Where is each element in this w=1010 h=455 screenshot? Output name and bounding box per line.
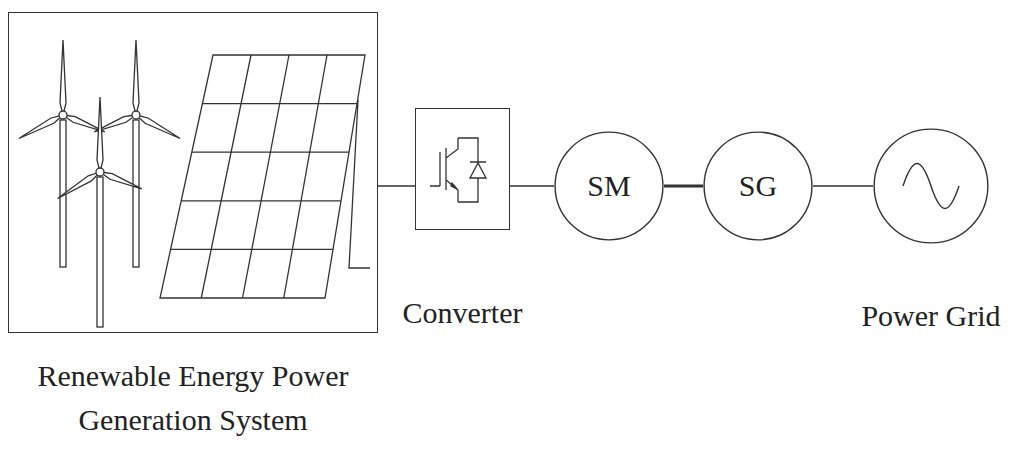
turbine-tower [97, 177, 103, 327]
turbine-tower [133, 120, 139, 267]
turbine-blade [133, 40, 139, 115]
circle-outline [873, 128, 989, 244]
grid-circle: Power Grid [873, 128, 989, 244]
converter-box: Converter [415, 108, 510, 230]
wind-turbine [56, 97, 143, 327]
wind-turbine [93, 40, 181, 267]
turbine-blade [97, 97, 103, 172]
turbine-hub [59, 111, 67, 119]
caption-label: Converter [403, 291, 523, 335]
panel-grid [171, 55, 357, 298]
igbt-collector-emitter [446, 138, 458, 202]
node-label: SG [739, 164, 777, 208]
source-box: Renewable Energy Power Generation System [8, 12, 378, 333]
turbine-hub [96, 168, 104, 176]
igbt-gate [430, 148, 446, 190]
connector-line [378, 185, 415, 187]
diode-symbol [470, 162, 486, 178]
turbine-blade [56, 169, 102, 201]
turbine-blade [60, 40, 66, 115]
connector-line [813, 185, 873, 187]
turbine-blade [17, 112, 64, 141]
machine-circle: SG [703, 131, 813, 241]
panel-outline [160, 55, 365, 298]
caption-label: Renewable Energy Power Generation System [0, 354, 388, 442]
circle-shape [555, 132, 663, 240]
wind-turbines [17, 40, 181, 327]
solar-panel [160, 55, 370, 298]
turbine-blade [135, 112, 182, 141]
circle-shape [704, 132, 812, 240]
circle-shape [874, 129, 988, 243]
turbine-blade [99, 169, 143, 191]
caption-label: Power Grid [861, 294, 1000, 338]
node-label: SM [587, 164, 630, 208]
wind-turbine [17, 40, 105, 267]
igbt-symbol [430, 138, 486, 202]
machine-circle: SM [554, 131, 664, 241]
turbine-hub [132, 111, 140, 119]
sine-wave [903, 164, 959, 209]
connector-line [510, 185, 554, 187]
connector-line [664, 184, 703, 187]
igbt-arrow [451, 183, 457, 189]
